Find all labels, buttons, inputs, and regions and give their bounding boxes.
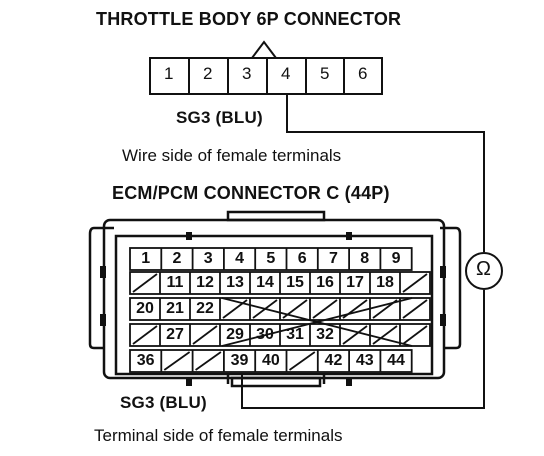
throttle-pin-4: 4 (281, 64, 291, 83)
ecm-pin-2: 2 (172, 250, 182, 267)
ecm-pin-3: 3 (203, 250, 213, 267)
ecm-pin-11: 11 (166, 274, 184, 291)
throttle-signal-label: SG3 (BLU) (176, 108, 263, 127)
ecm-blank-cell-slash (192, 325, 218, 345)
ecm-pin-5: 5 (266, 250, 276, 267)
ecm-pin-36: 36 (136, 352, 155, 369)
ohmmeter-symbol (465, 252, 503, 290)
ecm-pin-6: 6 (297, 250, 307, 267)
throttle-pin-2: 2 (203, 64, 213, 83)
throttle-pin-5: 5 (320, 64, 330, 83)
ecm-pin-40: 40 (261, 352, 280, 369)
throttle-pin-1: 1 (164, 64, 174, 83)
ohmmeter-label: Ω (476, 258, 491, 280)
ecm-pin-31: 31 (286, 326, 304, 343)
ecm-pin-43: 43 (355, 352, 374, 369)
ecm-connector-title: ECM/PCM CONNECTOR C (44P) (112, 183, 390, 203)
ecm-pin-13: 13 (226, 274, 244, 291)
ecm-pin-21: 21 (166, 300, 184, 317)
ecm-blank-cell-slash (372, 325, 398, 345)
ecm-pin-7: 7 (328, 250, 338, 267)
ecm-pin-20: 20 (136, 300, 154, 317)
ecm-blank-cell-slash (282, 299, 308, 319)
ecm-pin-39: 39 (230, 352, 249, 369)
ecm-blank-cell-slash (195, 351, 222, 371)
test-lead (241, 94, 485, 409)
ecm-blank-cell-slash (342, 325, 368, 345)
test-lead-lower (241, 290, 485, 409)
ecm-pin-4: 4 (235, 250, 244, 267)
ecm-unused-cross-b (221, 297, 413, 347)
ecm-blank-cell-slash (288, 351, 316, 371)
throttle-pin-6: 6 (358, 64, 368, 83)
throttle-pin-3: 3 (242, 64, 252, 83)
ecm-blank-cell-slash (132, 273, 158, 293)
ecm-blank-cell-slash (402, 299, 428, 319)
ecm-blank-cell-slash (402, 273, 428, 293)
throttle-connector-key (251, 40, 277, 59)
ecm-connector-shell (88, 210, 462, 388)
ecm-signal-label: SG3 (BLU) (120, 393, 207, 412)
ecm-pin-1: 1 (141, 250, 151, 267)
throttle-connector-title: THROTTLE BODY 6P CONNECTOR (96, 9, 402, 29)
ecm-pin-32: 32 (316, 326, 334, 343)
test-lead-upper (286, 94, 485, 252)
ecm-row-1 (129, 247, 413, 271)
throttle-connector (149, 40, 383, 95)
ecm-pin-16: 16 (316, 274, 334, 291)
ecm-blank-cell-slash (312, 299, 338, 319)
ecm-blank-cell-slash (402, 325, 428, 345)
ecm-pin-30: 30 (256, 326, 274, 343)
ecm-pin-14: 14 (256, 274, 274, 291)
ecm-blank-cell-slash (163, 351, 191, 371)
ecm-pin-42: 42 (324, 352, 343, 369)
ecm-pin-22: 22 (196, 300, 214, 317)
ecm-pin-grid (129, 247, 431, 373)
ecm-pin-15: 15 (286, 274, 304, 291)
ecm-row-5 (129, 349, 413, 373)
ecm-pin-17: 17 (346, 274, 364, 291)
ecm-pin-8: 8 (360, 250, 370, 267)
ecm-pin-44: 44 (387, 352, 405, 369)
throttle-caption: Wire side of female terminals (122, 146, 342, 165)
ecm-pin-9: 9 (391, 250, 401, 267)
ecm-pin-18: 18 (376, 274, 394, 291)
ecm-pin-27: 27 (166, 326, 184, 343)
ecm-caption: Terminal side of female terminals (94, 426, 343, 445)
ecm-connector-latches (100, 232, 446, 386)
ecm-pin-29: 29 (226, 326, 244, 343)
ecm-pin-12: 12 (196, 274, 214, 291)
ecm-blank-cell-slash (132, 325, 158, 345)
